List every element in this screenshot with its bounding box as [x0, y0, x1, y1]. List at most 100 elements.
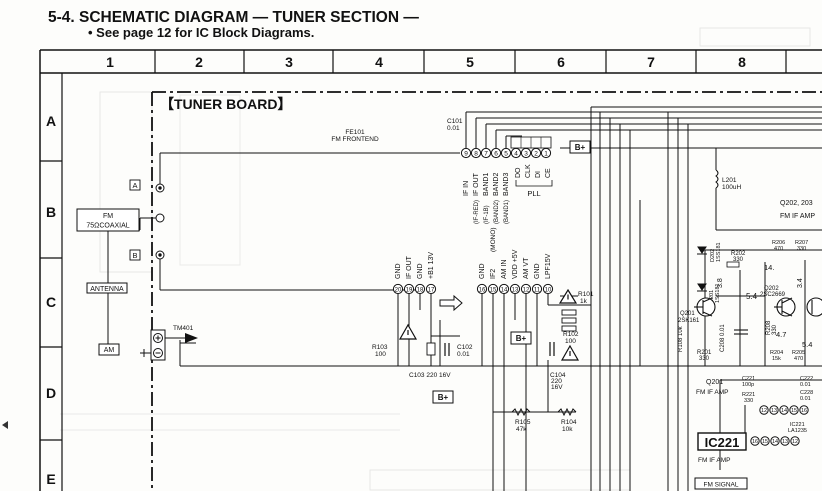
pin-sublabel: (BAND2) — [494, 200, 500, 224]
pll-label: PLL — [527, 189, 540, 198]
r208-ref: R208 — [766, 320, 772, 335]
page-subtitle: • See page 12 for IC Block Diagrams. — [88, 25, 314, 40]
terminal-a: A — [129, 179, 141, 191]
r204-value: 15k — [772, 356, 781, 362]
pin-number: 15 — [762, 439, 768, 445]
r202-body — [726, 261, 740, 268]
pin-number: 19 — [406, 287, 413, 293]
svg-text:FM SIGNAL: FM SIGNAL — [703, 482, 738, 489]
r108-label: R108 10k — [678, 325, 684, 352]
pin-label: DI — [535, 171, 542, 178]
pin-label: CLK — [525, 164, 532, 178]
r206-ref: R206 — [772, 240, 785, 246]
c221-value: 100p — [742, 382, 754, 388]
q202-ref: Q202 — [764, 286, 779, 292]
column-label: 1 — [106, 54, 114, 70]
pin-number: 8 — [474, 150, 478, 157]
pin-label: LPF15V — [545, 253, 552, 279]
r205-ref: R205 — [792, 350, 805, 356]
r103-body — [426, 342, 436, 356]
pin-label: AM IN — [501, 260, 508, 279]
pin-number: 5 — [504, 150, 508, 157]
pin-number: 2 — [534, 150, 538, 157]
pin-number: 20 — [395, 287, 402, 293]
fm-signal-box: FM SIGNAL — [694, 477, 748, 490]
diode-icon — [697, 246, 707, 255]
board-title: 【TUNER BOARD】 — [160, 96, 291, 112]
capacitor-icon — [734, 329, 748, 335]
pin-label: BAND1 — [483, 173, 490, 196]
c222-ref: C222 — [800, 376, 813, 382]
r207-value: 330 — [797, 246, 806, 252]
c101-value: 0.01 — [447, 125, 460, 132]
column-label: 3 — [285, 54, 293, 70]
row-label: A — [46, 113, 56, 129]
column-label: 5 — [466, 54, 474, 70]
pin-number: 6 — [494, 150, 498, 157]
pin-number: 10 — [545, 287, 552, 293]
pin-label: BAND2 — [493, 173, 500, 196]
bplus-terminal: B+ — [432, 390, 454, 404]
pin-number: 13 — [782, 439, 788, 445]
pin-number: 14 — [772, 439, 778, 445]
arrow-right-icon — [185, 333, 198, 343]
pin-number: 1 — [544, 150, 548, 157]
c228-value: 0.01 — [800, 396, 811, 402]
pin-number: 14 — [781, 408, 787, 414]
pin-label: +B1 13V — [428, 252, 435, 279]
r104-ref: R104 — [561, 419, 577, 426]
fm-antenna-box: FM 75ΩCOAXIAL — [76, 208, 140, 232]
r103-value: 100 — [375, 351, 386, 358]
ic221-box: IC221 — [697, 432, 747, 451]
d202-ref: D202 — [710, 249, 716, 262]
r102-ref: R102 — [563, 331, 579, 338]
caution-icon — [558, 288, 578, 304]
svg-text:B+: B+ — [516, 334, 527, 343]
pin-number: 12 — [761, 408, 767, 414]
column-label: 8 — [738, 54, 746, 70]
pin-label: VDD +5V — [512, 249, 519, 279]
ground-icon — [140, 349, 151, 357]
ic221-lower-pins: 16 15 14 13 12 — [750, 436, 800, 446]
voltage-3-4: 3.4 — [797, 278, 804, 288]
r221-ref: R221 — [742, 392, 755, 398]
svg-text:IC221: IC221 — [705, 435, 740, 450]
voltage-5-4b: 5.4 — [802, 340, 812, 349]
pin-label: CE — [545, 168, 552, 178]
svg-text:B: B — [132, 251, 137, 260]
ic221-part-ref: IC221 — [790, 422, 805, 428]
column-label: 4 — [375, 54, 383, 70]
pin-number: 4 — [514, 150, 518, 157]
pin-sublabel: (IF-1B) — [484, 205, 490, 224]
signal-arrow-icon — [439, 294, 463, 312]
column-label: 2 — [195, 54, 203, 70]
c208-label: C208 0.01 — [720, 324, 726, 352]
pin-number: 12 — [523, 287, 530, 293]
frontend-ref: FE101 — [345, 129, 365, 136]
transistor-q202-icon — [774, 297, 796, 317]
resistor-stack — [561, 309, 577, 332]
r204-ref: R204 — [770, 350, 783, 356]
grid-frame — [39, 49, 822, 491]
page-title: 5-4. SCHEMATIC DIAGRAM — TUNER SECTION — — [48, 9, 419, 26]
pin-number: 13 — [771, 408, 777, 414]
svg-text:B+: B+ — [438, 393, 449, 402]
pin-number: 16 — [801, 408, 807, 414]
pin-number: 16 — [479, 287, 486, 293]
c101-ref: C101 — [447, 118, 463, 125]
r104-value: 10k — [562, 426, 573, 433]
pin-label: IF IN — [463, 181, 470, 196]
pin-sublabel: (IF-RED) — [474, 200, 480, 224]
r201-ref: R201 — [697, 350, 712, 356]
c104-ref: C104 — [550, 372, 566, 379]
diode-icon — [697, 283, 707, 292]
pin-number: 12 — [792, 439, 798, 445]
voltage-3-8: 3.8 — [717, 278, 724, 288]
frontend-top-labels: IF IN IF OUT BAND1 BAND2 BAND3 DO CLK DI… — [463, 164, 552, 224]
pin-number: 9 — [464, 150, 468, 157]
q201-part: 2SK161 — [678, 318, 700, 324]
l201-ref: L201 — [722, 177, 737, 184]
r105-ref: R105 — [515, 419, 531, 426]
q202-203-function: FM IF AMP — [780, 213, 815, 220]
